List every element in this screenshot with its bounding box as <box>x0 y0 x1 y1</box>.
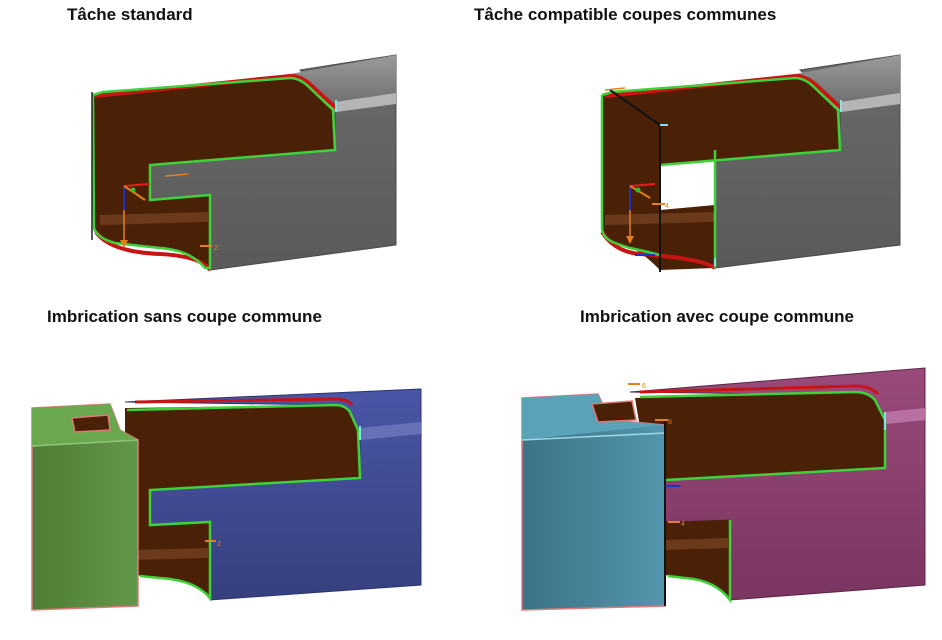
mid-marker-4-label: 6 <box>668 419 672 426</box>
caption-common-cut-compatible-task: Tâche compatible coupes communes <box>474 5 777 24</box>
green-outline-3 <box>126 403 362 602</box>
gray-profile-top <box>290 55 396 105</box>
nesting-without-common-cut-view: 2 <box>31 388 422 611</box>
lower-marker-3-label: 2 <box>217 541 221 548</box>
top-marker-4-label: 6 <box>642 383 646 390</box>
inner-rib-3 <box>135 548 208 560</box>
blue-part-flange <box>360 422 421 440</box>
axis-triad <box>120 173 189 248</box>
standard-task-view: 2 <box>91 54 397 272</box>
teal-part-top <box>522 394 665 440</box>
magenta-part-flange <box>885 408 925 424</box>
lower-marker: 2 <box>200 245 218 252</box>
lower-marker-4-label: 4 <box>681 521 685 528</box>
common-cut-compatible-view: 4 <box>600 54 901 272</box>
axis-triad-2 <box>604 87 656 244</box>
caption-nesting-with-common-cut: Imbrication avec coupe commune <box>580 307 854 326</box>
inner-rib <box>100 212 208 225</box>
green-outline-2 <box>600 76 842 268</box>
green-outline <box>91 76 337 270</box>
lower-marker-4: 4 <box>668 521 685 528</box>
green-part-notch <box>71 414 111 433</box>
gray-profile-flange <box>335 93 396 112</box>
gray-profile-top-2 <box>795 55 900 105</box>
red-edge-3 <box>134 397 354 407</box>
caption-standard-task: Tâche standard <box>67 5 193 24</box>
nesting-with-common-cut-view: 6 6 4 <box>521 367 926 611</box>
red-edge-4 <box>639 384 880 396</box>
caption-nesting-without-common-cut: Imbrication sans coupe commune <box>47 307 322 326</box>
teal-part-notch <box>590 400 637 423</box>
mid-marker-4: 6 <box>655 419 672 426</box>
lower-marker-2: 4 <box>652 203 669 210</box>
gray-profile-flange-2 <box>840 93 900 112</box>
green-outline-4 <box>639 390 887 604</box>
lower-marker-label: 2 <box>214 245 218 252</box>
lower-marker-3: 2 <box>205 540 221 548</box>
lower-marker-2-label: 4 <box>665 203 669 210</box>
top-marker-4: 6 <box>628 383 646 390</box>
inner-rib-4 <box>666 538 728 550</box>
